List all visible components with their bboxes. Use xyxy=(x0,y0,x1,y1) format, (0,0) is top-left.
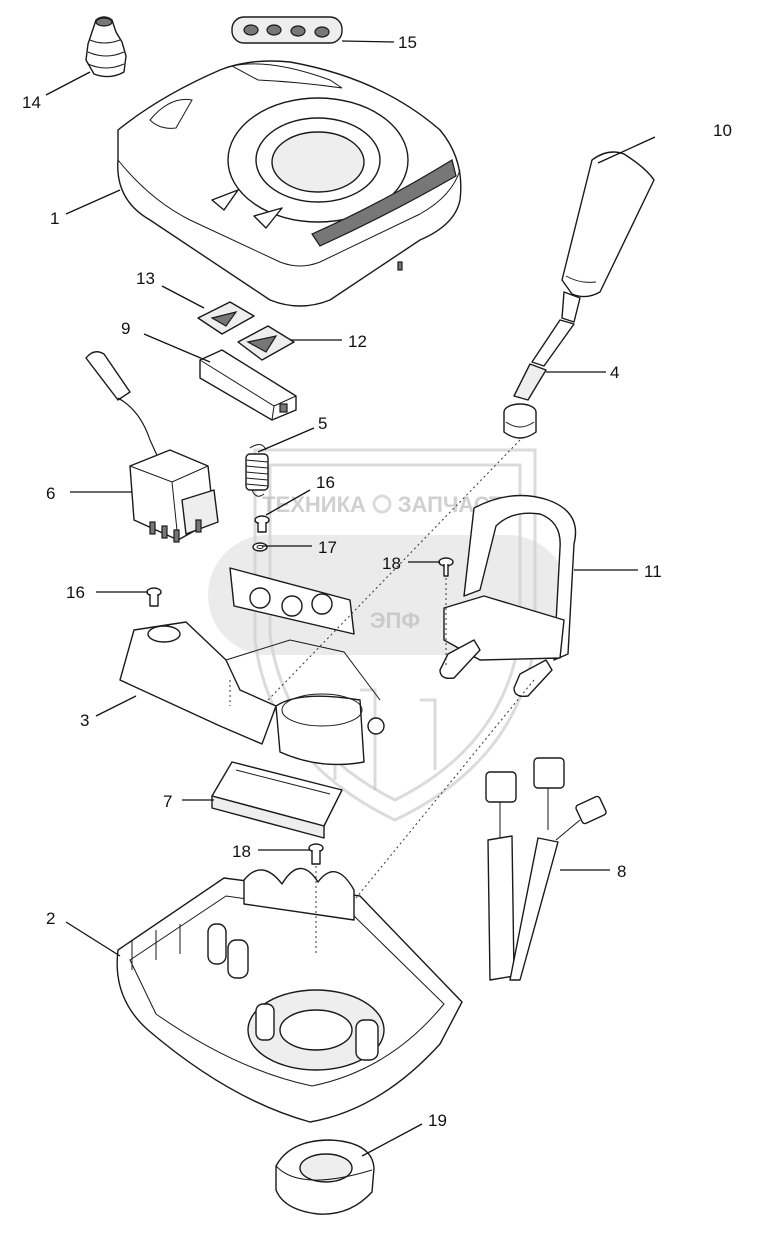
callout-4: 4 xyxy=(610,363,619,382)
part-11-u-bracket xyxy=(439,494,577,698)
part-13-button xyxy=(197,301,255,335)
part-4-lever-shaft xyxy=(503,291,581,439)
callout-5: 5 xyxy=(318,414,327,433)
callout-labels: 15 14 1 10 13 12 9 4 5 6 16 17 18 16 11 … xyxy=(22,33,732,1130)
callout-10: 10 xyxy=(713,121,732,140)
callout-3: 3 xyxy=(80,711,89,730)
callout-18-upper: 18 xyxy=(382,554,401,573)
part-1-top-cover xyxy=(117,60,462,307)
part-15-button-strip xyxy=(231,16,343,44)
part-2-base-housing xyxy=(116,867,463,1123)
callout-19: 19 xyxy=(428,1111,447,1130)
callout-11: 11 xyxy=(644,562,662,581)
part-3-bracket xyxy=(119,567,385,766)
part-17-washer xyxy=(252,542,268,552)
part-8-wiring-harness xyxy=(485,757,607,981)
part-18-pin-lower xyxy=(308,843,324,865)
callout-17: 17 xyxy=(318,538,337,557)
gear-icon xyxy=(372,494,392,514)
part-19-coupler-ring xyxy=(275,1139,375,1215)
callout-14: 14 xyxy=(22,93,41,112)
callout-6: 6 xyxy=(46,484,55,503)
part-16-screw-left xyxy=(146,587,162,607)
callout-8: 8 xyxy=(617,862,626,881)
part-5-spring xyxy=(245,444,269,497)
assembly-axes xyxy=(229,439,535,956)
part-10-lever-knob xyxy=(561,151,655,298)
part-7-circuit-module xyxy=(211,761,343,839)
callout-1: 1 xyxy=(50,209,59,228)
callout-15: 15 xyxy=(398,33,417,52)
callout-16-upper: 16 xyxy=(316,473,335,492)
part-14-rubber-boot xyxy=(85,16,127,78)
watermark-logo-letters: ЭПФ xyxy=(370,608,420,633)
part-12-button xyxy=(237,325,295,361)
watermark-text-left: ТЕХНИКА xyxy=(262,492,366,517)
callout-7: 7 xyxy=(163,792,172,811)
part-9-switch-bar xyxy=(199,349,297,421)
callout-12: 12 xyxy=(348,332,367,351)
callout-18-lower: 18 xyxy=(232,842,251,861)
callout-2: 2 xyxy=(46,909,55,928)
callout-13: 13 xyxy=(136,269,155,288)
leader-lines xyxy=(45,40,656,1157)
callout-9: 9 xyxy=(121,319,130,338)
callout-16-left: 16 xyxy=(66,583,85,602)
part-16-screw-upper xyxy=(254,515,270,533)
part-6-joystick-module xyxy=(85,351,219,543)
